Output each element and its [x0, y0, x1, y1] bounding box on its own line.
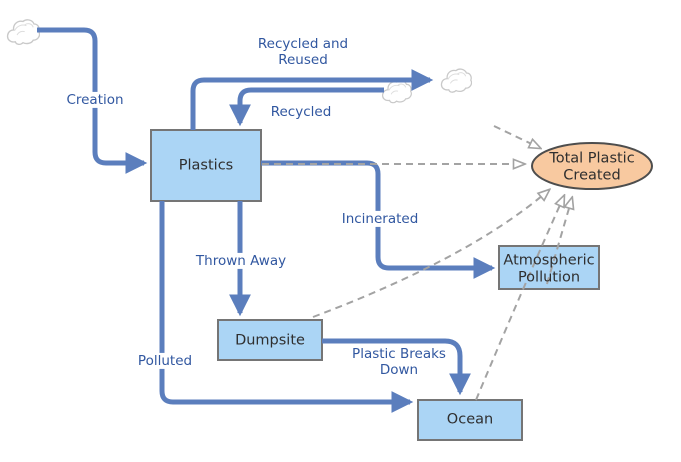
- label-recycled[interactable]: Recycled: [267, 103, 335, 121]
- link-ocean-to-total[interactable]: [475, 196, 564, 401]
- stock-plastics[interactable]: [150, 129, 262, 202]
- label-ocean[interactable]: Ocean: [446, 411, 494, 428]
- flow-plastic-breaks-down[interactable]: [322, 338, 472, 396]
- link-dumpsite-to-total[interactable]: [312, 190, 549, 318]
- stock-ocean[interactable]: [417, 399, 523, 441]
- cloud-reused-sink-icon[interactable]: [440, 68, 472, 93]
- stock-dumpsite[interactable]: [217, 319, 323, 361]
- link-reused-to-total[interactable]: [493, 125, 540, 148]
- flow-polluted[interactable]: [159, 201, 414, 414]
- label-atmospheric-pollution[interactable]: Atmospheric Pollution: [503, 252, 595, 285]
- label-plastic-breaks-down[interactable]: Plastic Breaks Down: [349, 345, 449, 379]
- label-incinerated[interactable]: Incinerated: [338, 210, 422, 228]
- cloud-creation-source-icon[interactable]: [6, 19, 40, 46]
- flow-recycled-and-reused[interactable]: [190, 68, 434, 130]
- flow-recycled[interactable]: [228, 87, 384, 127]
- cloud-recycled-source-icon[interactable]: [381, 79, 412, 104]
- label-total-plastic-created[interactable]: Total Plastic Created: [549, 150, 635, 183]
- label-creation[interactable]: Creation: [63, 91, 127, 109]
- link-atmospheric-to-total[interactable]: [546, 198, 572, 285]
- stock-atmospheric-pollution[interactable]: [498, 245, 600, 290]
- label-plastics[interactable]: Plastics: [178, 157, 234, 174]
- label-recycled-and-reused[interactable]: Recycled and Reused: [254, 35, 352, 69]
- label-dumpsite[interactable]: Dumpsite: [235, 332, 305, 349]
- variable-total-plastic-created[interactable]: [531, 142, 653, 190]
- label-polluted[interactable]: Polluted: [134, 352, 196, 370]
- label-thrown-away[interactable]: Thrown Away: [192, 252, 290, 270]
